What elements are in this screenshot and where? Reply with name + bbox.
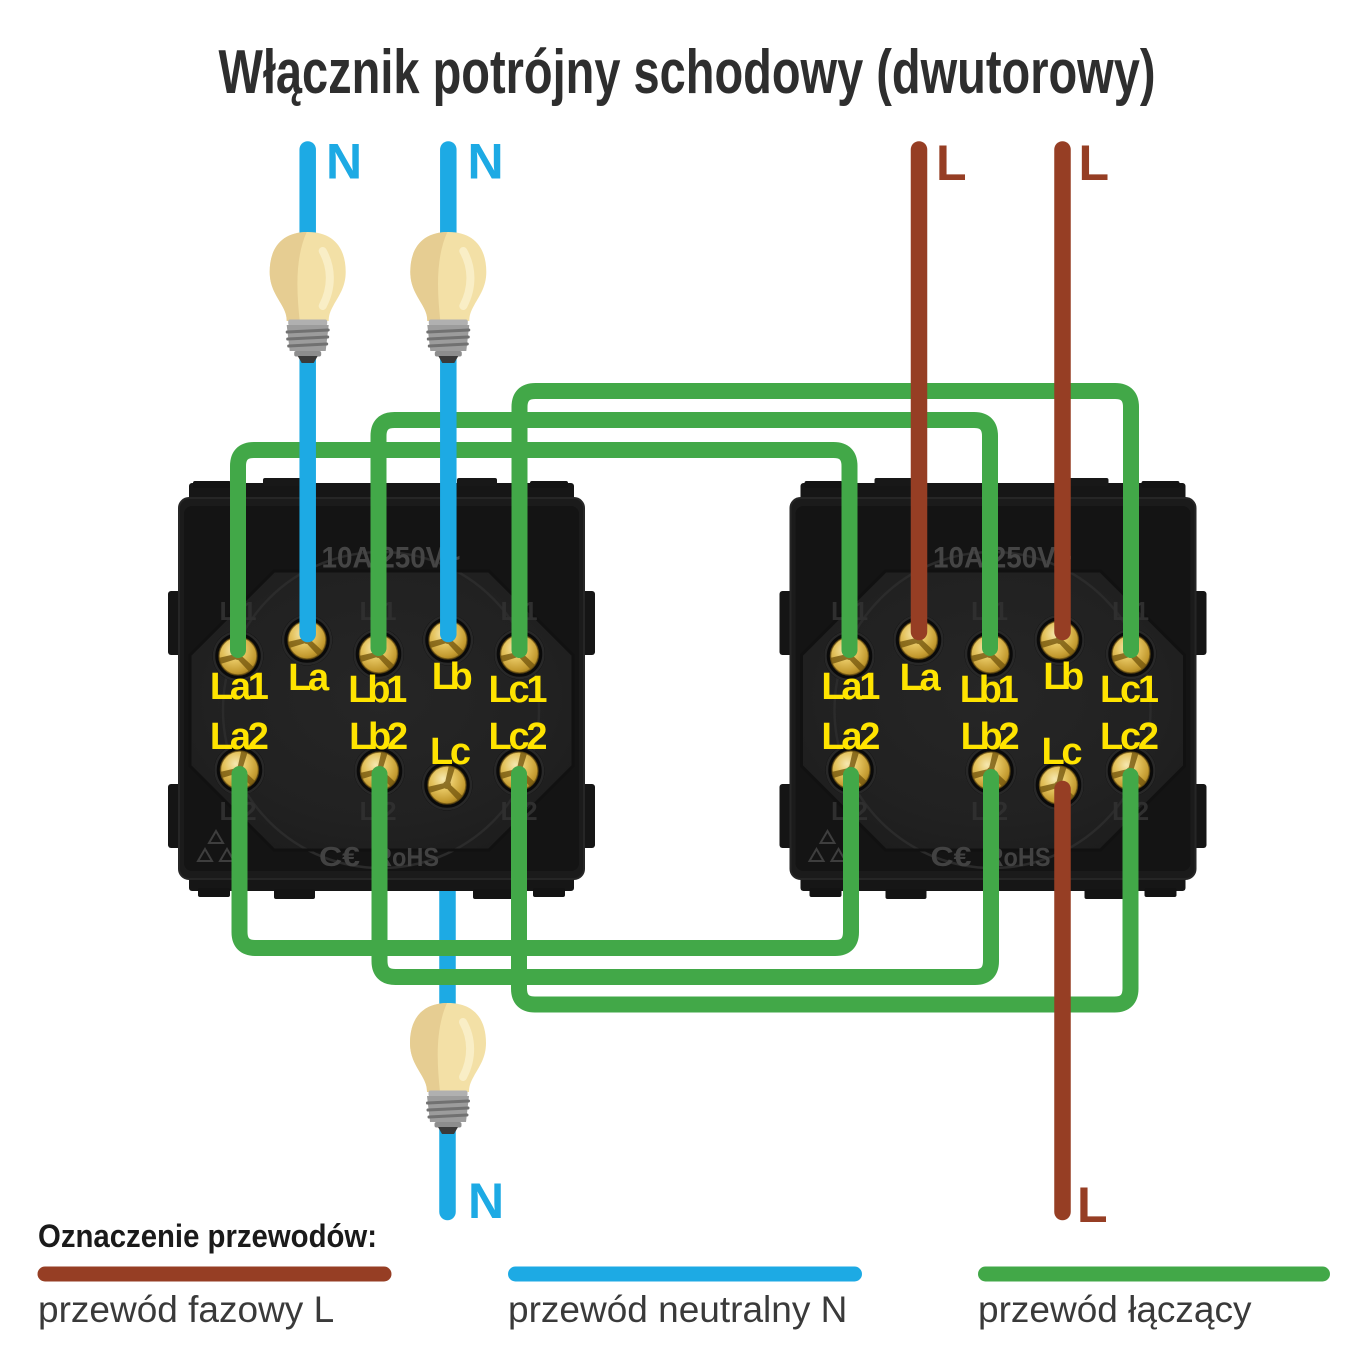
svg-text:L: L	[1077, 1177, 1108, 1233]
svg-text:Włącznik potrójny schodowy (dw: Włącznik potrójny schodowy (dwutorowy)	[219, 38, 1156, 107]
svg-text:N: N	[326, 134, 362, 190]
svg-text:L: L	[1079, 135, 1110, 191]
svg-text:Oznaczenie przewodów:: Oznaczenie przewodów:	[38, 1218, 377, 1254]
svg-text:N: N	[468, 134, 504, 190]
svg-text:N: N	[468, 1173, 504, 1229]
svg-text:L: L	[936, 135, 967, 191]
svg-text:przewód łączący: przewód łączący	[978, 1289, 1252, 1330]
svg-text:przewód neutralny N: przewód neutralny N	[508, 1289, 847, 1330]
svg-text:przewód fazowy L: przewód fazowy L	[38, 1289, 334, 1330]
